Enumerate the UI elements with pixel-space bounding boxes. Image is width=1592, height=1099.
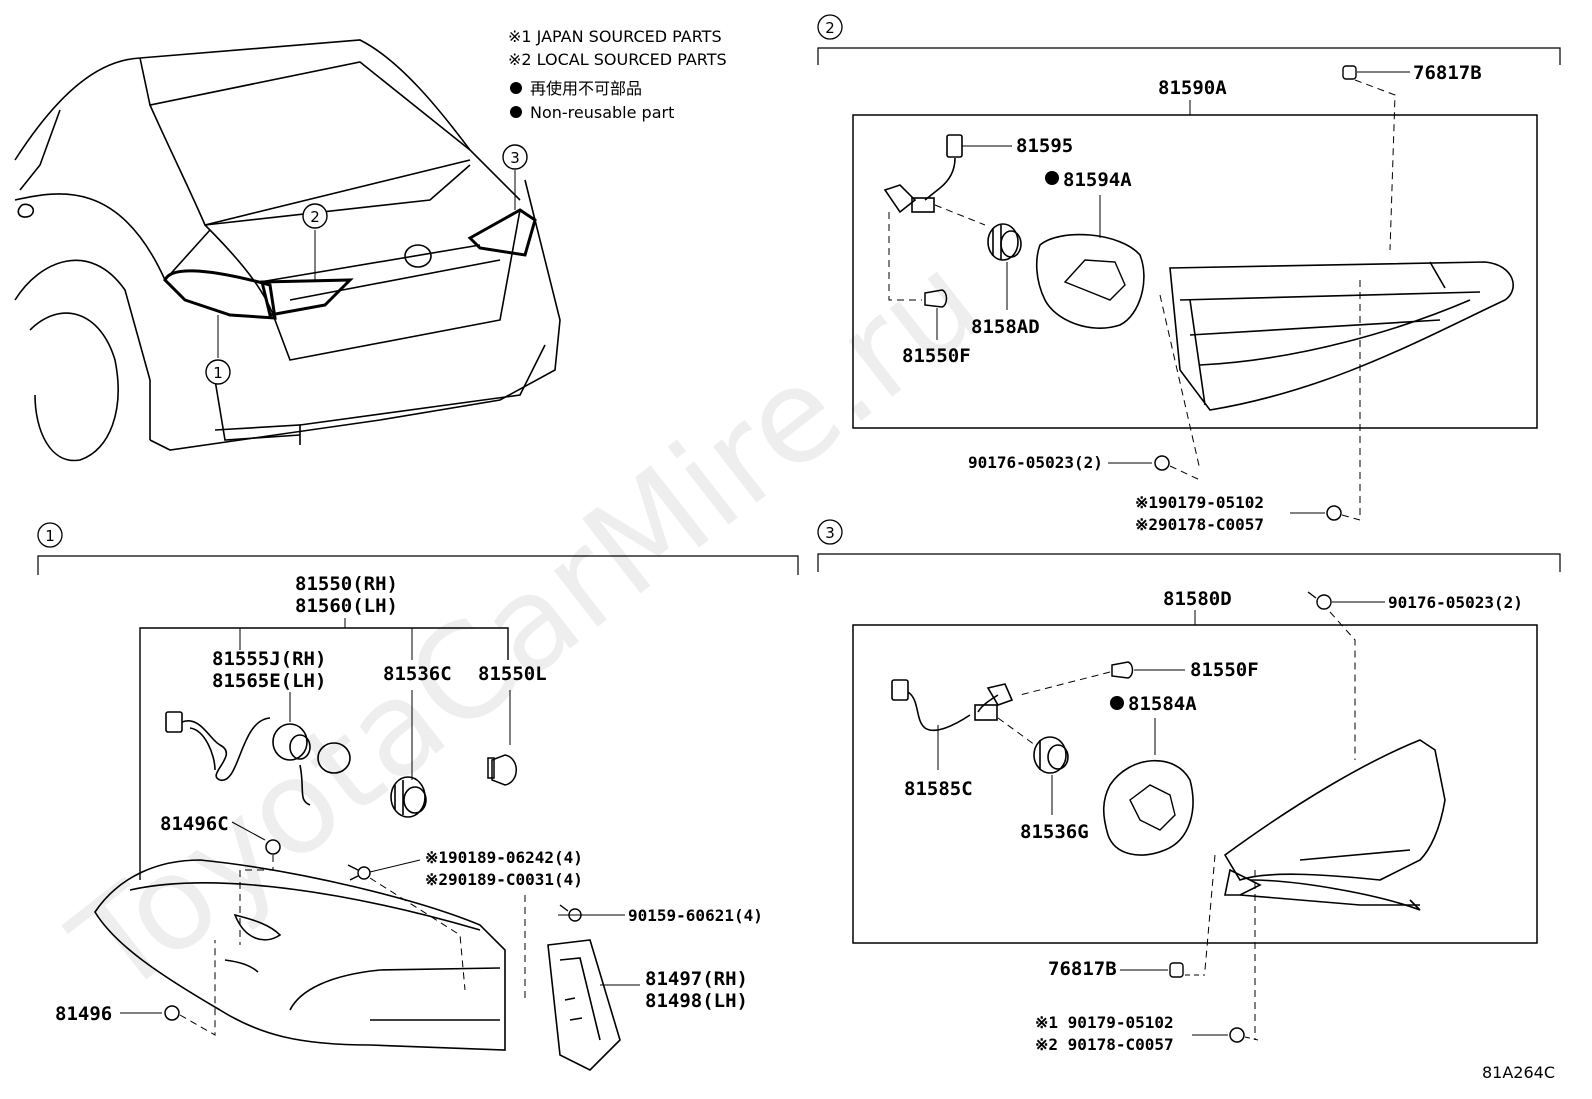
part-90178-C0057[interactable]: ※290178-C0057 — [1135, 515, 1264, 534]
part-81498-lh[interactable]: 81498(LH) — [645, 990, 748, 1012]
part-81585C[interactable]: 81585C — [904, 778, 973, 800]
callout-3[interactable]: 3 — [502, 144, 528, 170]
screw-icon — [347, 864, 371, 881]
legend-japan: ※1 JAPAN SOURCED PARTS — [508, 27, 722, 46]
part-81497-rh[interactable]: 81497(RH) — [645, 968, 748, 990]
callout-1-label: 1 — [213, 364, 223, 382]
screw-icon — [1154, 455, 1170, 471]
screw-icon — [1307, 591, 1332, 610]
part-81496C[interactable]: 81496C — [160, 813, 229, 835]
part-81550F[interactable]: 81550F — [902, 345, 971, 367]
part-90189-C0031[interactable]: ※290189-C0031(4) — [425, 870, 583, 889]
socket-icon — [390, 776, 427, 818]
nonreusable-dot-icon — [1110, 696, 1124, 710]
part-81560-lh[interactable]: 81560(LH) — [295, 595, 398, 617]
section-3-number: 3 — [825, 524, 835, 542]
callout-1[interactable]: 1 — [205, 359, 231, 385]
part-90179-05102-s3[interactable]: ※1 90179-05102 — [1035, 1013, 1174, 1032]
part-81555J-rh[interactable]: 81555J(RH) — [212, 648, 326, 670]
retainer-icon — [265, 839, 281, 855]
part-8158AD[interactable]: 8158AD — [971, 316, 1040, 338]
socket-icon — [987, 223, 1022, 261]
section-2-number: 2 — [825, 19, 835, 37]
nut-icon — [1229, 1027, 1245, 1043]
part-81550-rh[interactable]: 81550(RH) — [295, 573, 398, 595]
part-81550L[interactable]: 81550L — [478, 663, 547, 685]
part-81536C[interactable]: 81536C — [383, 663, 452, 685]
part-81595[interactable]: 81595 — [1016, 135, 1073, 157]
part-90176-05023[interactable]: 90176-05023(2) — [968, 453, 1103, 472]
callout-2-label: 2 — [310, 208, 320, 226]
bracket-icon — [547, 939, 621, 1071]
wire-harness-icon — [891, 679, 1014, 732]
callout-3-label: 3 — [510, 149, 520, 167]
retainer-icon — [1342, 65, 1357, 80]
part-81496[interactable]: 81496 — [55, 1003, 112, 1025]
section-1: 1 81550(RH) 81560(LH) 81555J(RH) 81565E(… — [37, 522, 799, 1071]
section-2-frame — [852, 114, 1538, 429]
back-door-lamp-icon — [1223, 739, 1446, 911]
section-2: 2 81590A 76817B 81595 81594A — [817, 14, 1561, 534]
bulb-icon — [924, 289, 948, 308]
part-81584A[interactable]: 81584A — [1128, 693, 1197, 715]
part-90179-05102[interactable]: ※190179-05102 — [1135, 493, 1264, 512]
socket-icon — [1033, 736, 1069, 774]
legend-local: ※2 LOCAL SOURCED PARTS — [508, 50, 727, 69]
nonreusable-dot-icon — [510, 82, 522, 94]
part-76817B-s3[interactable]: 76817B — [1048, 958, 1117, 980]
bulb-icon — [1111, 661, 1134, 679]
part-90189-06242[interactable]: ※190189-06242(4) — [425, 848, 583, 867]
nonreusable-dot-icon — [510, 106, 522, 118]
nut-icon — [1326, 505, 1342, 521]
garnish-lamp-icon — [1169, 261, 1514, 411]
section-3: 3 81580D 90176-05023(2) 81550F 81584A — [817, 519, 1561, 1054]
section-1-number: 1 — [45, 527, 55, 545]
wire-harness-icon — [883, 134, 963, 214]
gasket-icon — [1035, 233, 1145, 329]
wire-harness-icon — [165, 711, 351, 806]
gasket-icon — [1102, 759, 1194, 856]
retainer-icon — [1169, 962, 1184, 978]
part-81536G[interactable]: 81536G — [1020, 821, 1089, 843]
clip-icon — [164, 1005, 180, 1021]
part-90176-05023-s3[interactable]: 90176-05023(2) — [1388, 593, 1523, 612]
callout-2[interactable]: 2 — [302, 203, 328, 229]
part-81580D[interactable]: 81580D — [1163, 588, 1232, 610]
part-81590A[interactable]: 81590A — [1158, 77, 1227, 99]
car-overview — [14, 39, 561, 462]
part-90178-C0057-s3[interactable]: ※2 90178-C0057 — [1035, 1035, 1174, 1054]
part-81565E-lh[interactable]: 81565E(LH) — [212, 670, 326, 692]
bolt-icon — [559, 904, 582, 922]
part-81550F-s3[interactable]: 81550F — [1190, 659, 1259, 681]
figure-code: 81A264C — [1482, 1063, 1555, 1082]
legend: ※1 JAPAN SOURCED PARTS ※2 LOCAL SOURCED … — [508, 27, 727, 122]
nonreusable-dot-icon — [1045, 171, 1059, 185]
legend-nonreuse-jp: 再使用不可部品 — [530, 79, 642, 98]
bulb-icon — [487, 754, 517, 786]
part-76817B[interactable]: 76817B — [1413, 62, 1482, 84]
part-90159-60621[interactable]: 90159-60621(4) — [628, 906, 763, 925]
part-81594A[interactable]: 81594A — [1063, 169, 1132, 191]
legend-nonreuse-en: Non-reusable part — [530, 103, 674, 122]
